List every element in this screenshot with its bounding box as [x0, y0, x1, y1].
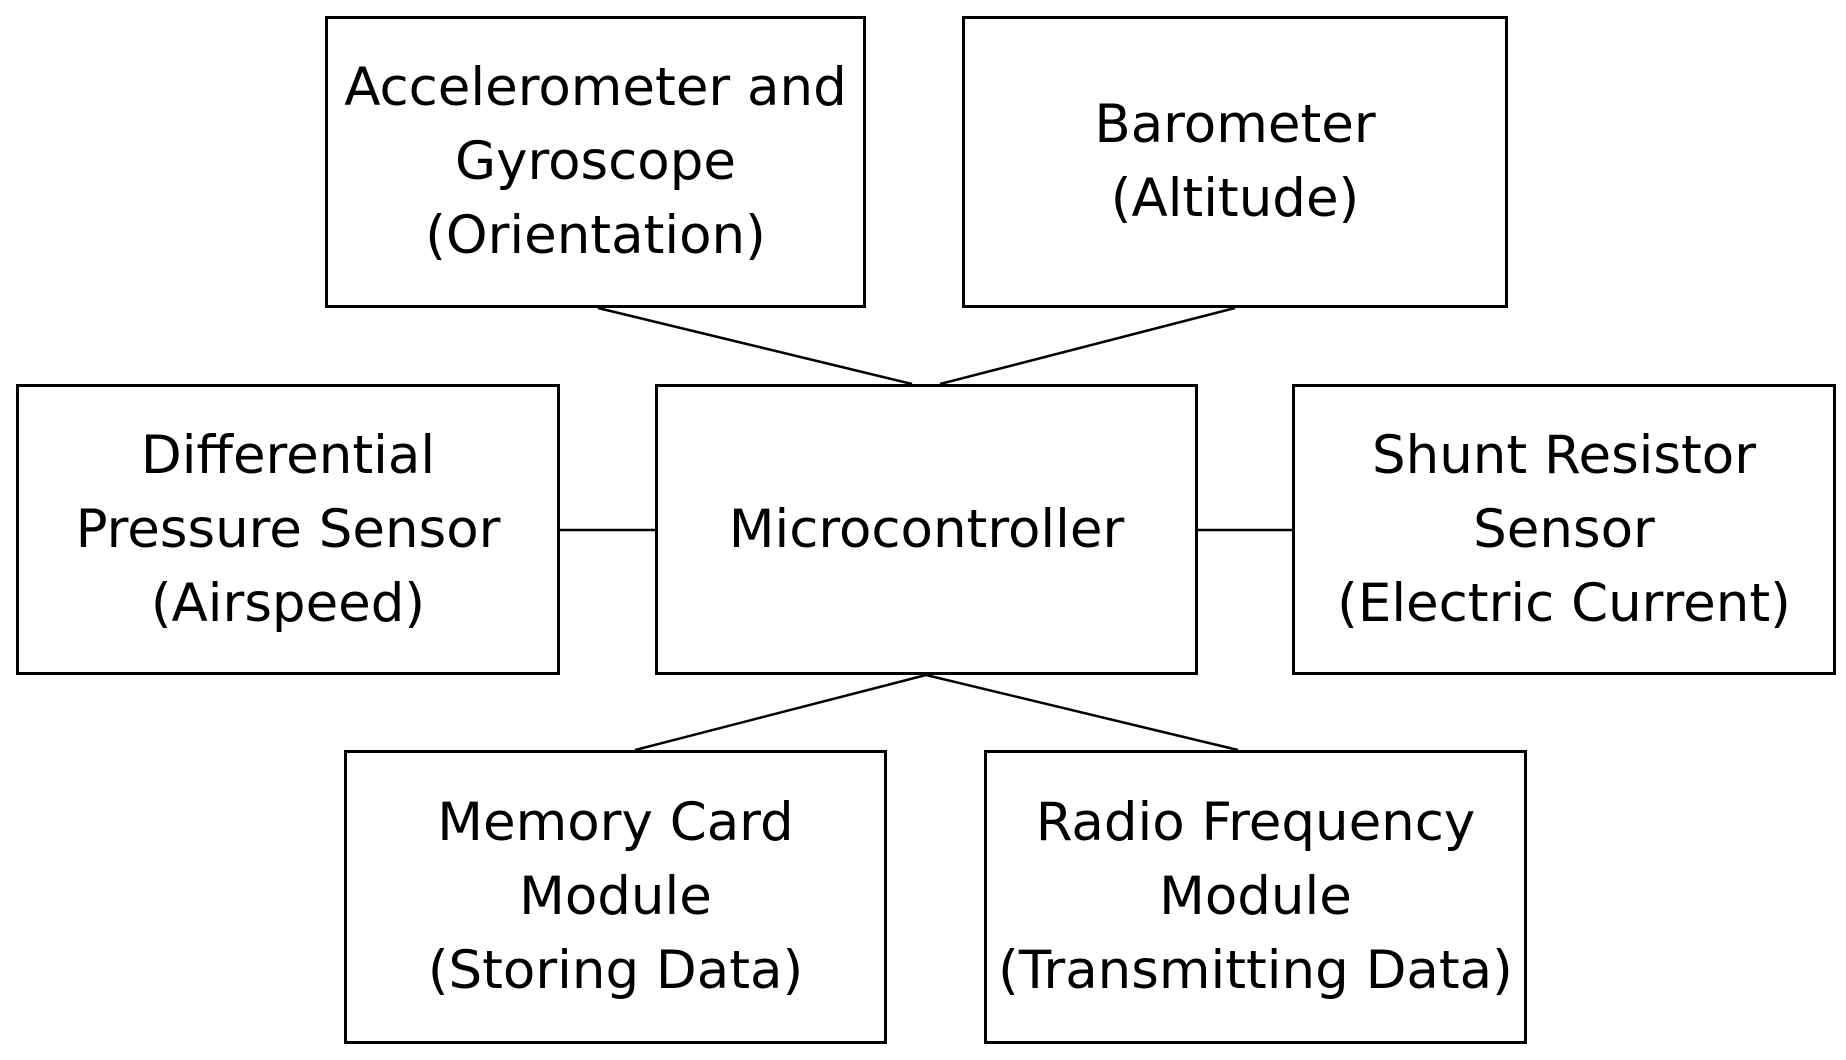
node-label-line: (Electric Current) [1337, 572, 1791, 634]
node-label-line: Accelerometer and [344, 57, 847, 118]
node-label-line: Shunt Resistor [1371, 424, 1757, 486]
node-label-line: Radio Frequency [1035, 792, 1476, 853]
node-radio-frequency-module: Radio Frequency Module (Transmitting Dat… [984, 750, 1527, 1044]
node-accelerometer-gyroscope: Accelerometer and Gyroscope (Orientation… [325, 16, 866, 308]
node-barometer: Barometer (Altitude) [962, 16, 1508, 308]
node-label-line: Module [519, 866, 712, 927]
node-label-line: Barometer [1094, 94, 1376, 155]
node-label-line: Sensor [1473, 498, 1655, 560]
connector-accelerometer-microcontroller [597, 306, 913, 386]
node-label-line: (Orientation) [425, 205, 766, 266]
node-label-line: Pressure Sensor [75, 498, 501, 560]
node-label-line: Gyroscope [455, 131, 736, 192]
node-label-line: (Airspeed) [150, 572, 426, 634]
node-label-line: (Transmitting Data) [998, 940, 1513, 1001]
node-microcontroller: Microcontroller [655, 384, 1198, 675]
node-label-line: (Altitude) [1110, 168, 1360, 229]
node-differential-pressure-sensor: Differential Pressure Sensor (Airspeed) [16, 384, 560, 675]
node-label-line: (Storing Data) [427, 940, 804, 1001]
node-label-line: Microcontroller [728, 498, 1125, 560]
connector-barometer-microcontroller [939, 306, 1236, 386]
node-label-line: Memory Card [437, 792, 794, 853]
node-shunt-resistor-sensor: Shunt Resistor Sensor (Electric Current) [1292, 384, 1836, 675]
connector-microcontroller-radio-frequency [925, 673, 1239, 752]
connector-microcontroller-memory-card [634, 673, 927, 752]
node-label-line: Module [1159, 866, 1352, 927]
node-label-line: Differential [140, 424, 436, 486]
node-memory-card-module: Memory Card Module (Storing Data) [344, 750, 887, 1044]
